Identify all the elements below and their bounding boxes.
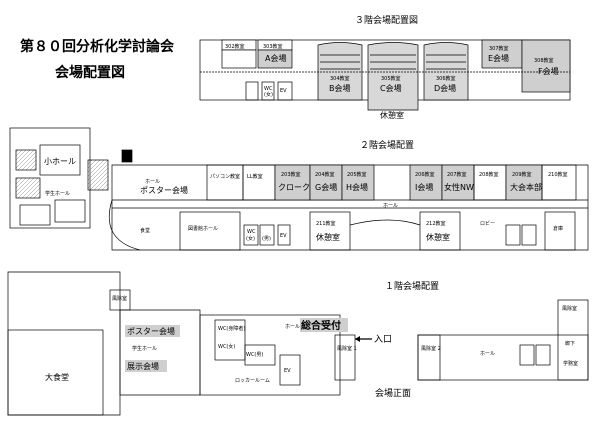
floor1-locker: ロッカールーム [235,378,270,384]
venue-f: F会場 [538,66,559,76]
floor1-wind-r: 風除室 [562,305,577,312]
room-208: 208教室 [479,171,499,178]
floor1-corridor: 廊下 [565,340,575,347]
floor2-ev: EV [280,233,287,239]
floor2-lobby: ロビー [480,220,495,227]
floor1-venues: ポスター会場 展示会場 大食堂 総合受付 入口 会場正面 [45,318,411,399]
floor2-venues: 小ホール ポスター会場 クローク G会場 H会場 I会場 女性NW 大会本部 休… [44,157,542,242]
floor2-wc-f: (女) [246,235,255,242]
venue-e: E会場 [488,53,509,63]
floor3-heading: ３階会場配置図 [355,14,418,26]
venue-women-nw: 女性NW [444,182,474,192]
lounge-212: 休憩室 [426,232,450,242]
floor3-ev: EV [280,88,287,94]
floor2-hall2: ホール [383,203,398,209]
floor3-venues: A会場 B会場 C会場 D会場 E会場 F会場 休憩室 [265,53,559,120]
floor1-wc-f: WC(女) [218,343,235,350]
floor3-plan [199,39,571,111]
venue-b: B会場 [329,83,351,93]
floor1-ev: EV [284,368,291,374]
floor1-shoe: 風除室 [112,295,127,302]
room-205: 205教室 [347,171,367,178]
room-210: 210教室 [548,171,568,178]
room-211: 211教室 [316,220,336,227]
floor3-wc: WC [264,86,273,92]
floor1-student-office: 学務室 [563,360,578,367]
entrance-arrow [355,336,372,342]
floor3-wc-f: (女) [264,91,273,98]
venue-h: H会場 [346,182,368,192]
room-209: 209教室 [512,171,532,178]
room-212: 212教室 [426,220,446,227]
floor1-poster: ポスター会場 [127,326,175,336]
room-203: 203教室 [281,171,301,178]
venue-d: D会場 [434,83,456,93]
floor1-entrance[interactable]: 入口 [374,334,392,345]
venue-g: G会場 [315,182,337,192]
floor2-hall: ホール [145,179,160,185]
floor1-wind1: 風除室 1 [337,345,357,352]
floor2-small-hall: 小ホール [44,157,76,166]
floor1-hall-r: ホール [480,351,495,357]
floor2-poster: ポスター会場 [140,185,188,195]
floor2-cafeteria: 食堂 [140,227,150,234]
lounge-211: 休憩室 [316,232,340,242]
room-307: 307教室 [489,45,509,52]
venue-hq: 大会本部 [510,182,542,192]
floor1-heading: １階会場配置 [385,280,439,292]
floor1-reception: 総合受付 [301,319,341,332]
floor1-wc-dis: WC(身障者) [218,325,245,332]
venue-cloak: クローク [278,183,310,192]
floor2-storage: 倉庫 [553,225,563,232]
floor1-dining: 大食堂 [45,372,69,382]
floor1-labels: 風除室 学生ホール ホール ロッカールーム WC(身障者) WC(女) WC(男… [112,295,578,384]
floor2-wc-m: (男) [262,236,271,242]
venue-c: C会場 [380,83,402,93]
venue-i: I会場 [415,182,433,192]
floor2-plan [9,127,589,251]
floor1-wind2: 風除室 2 [421,345,441,352]
room-302: 302教室 [225,43,245,50]
room-304: 304教室 [330,75,350,82]
floor1-front: 会場正面 [375,387,411,399]
floor2-labels: ホール パソコン教室 LL教室 203教室 204教室 205教室 206教室 … [45,171,568,242]
floor3-lounge: 休憩室 [380,110,404,120]
floor2-wc: WC [247,229,256,235]
room-306: 306教室 [436,75,456,82]
floor1-hall: ホール [285,324,300,330]
floor1-exhibit: 展示会場 [127,361,159,371]
room-pc: パソコン教室 [210,173,240,180]
room-303: 303教室 [263,43,283,50]
floor2-student-hall: 学生ホール [45,190,70,197]
venue-a: A会場 [265,53,286,63]
page-title: 第８０回分析化学討論会 [20,38,175,55]
room-204: 204教室 [315,171,335,178]
room-207: 207教室 [447,171,467,178]
floor2-library: 図書館ホール [188,225,218,232]
page-subtitle: 会場配置図 [55,64,125,81]
room-308: 308教室 [534,57,554,64]
room-305: 305教室 [381,75,401,82]
floor1-student-hall: 学生ホール [132,345,157,352]
room-206: 206教室 [415,171,435,178]
floor1-plan [7,271,589,416]
floor1-wc-m: WC(男) [246,352,263,358]
floor2-heading: ２階会場配置 [360,139,414,151]
floor3-labels: 302教室 303教室 304教室 305教室 306教室 307教室 308教… [225,43,554,98]
room-ll: LL教室 [247,173,263,180]
